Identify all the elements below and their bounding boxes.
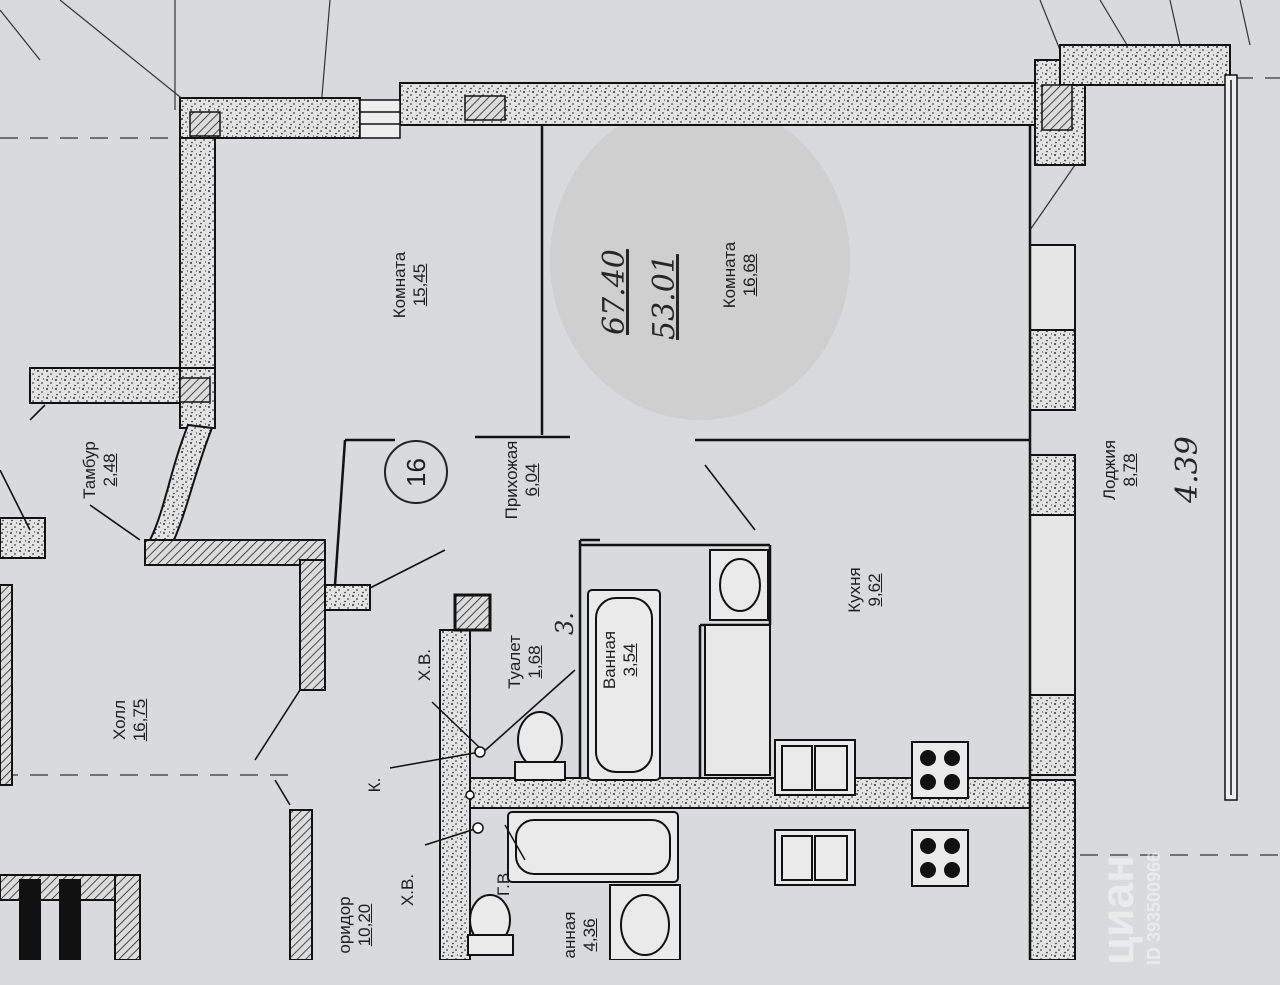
room-label: Холл 16,75	[110, 660, 150, 780]
room-area: 1,68	[525, 645, 544, 679]
room-name: Холл	[110, 699, 129, 741]
room-label: Лоджия 8,78	[1100, 410, 1140, 530]
interior-walls	[0, 244, 1076, 961]
room-name: Туалет	[505, 635, 524, 689]
room-label: Прихожая 6,04	[502, 410, 542, 550]
floor-plan-drawing	[0, 0, 1280, 961]
room-name: Лоджия	[1100, 439, 1119, 501]
riser-shaft	[453, 593, 492, 632]
stove	[911, 741, 969, 887]
room-name: анная	[560, 911, 579, 959]
watermark: циан ID 393500966	[1090, 725, 1164, 965]
pipes	[389, 701, 526, 861]
door-swings	[0, 404, 756, 806]
room-name: Комната	[720, 241, 739, 309]
handwritten-loggia-note: 4.39	[1170, 436, 1205, 503]
handwritten-living-area: 53.01	[647, 254, 682, 340]
room-area: 16,68	[740, 253, 759, 297]
construction-lines	[0, 0, 1251, 231]
room-name: Тамбур	[80, 441, 99, 499]
kitchen-counter	[704, 624, 771, 776]
riser-label-sewer: К.	[365, 777, 384, 793]
room-label: Комната 16,68	[720, 205, 760, 345]
curved-wall	[148, 423, 214, 550]
room-area: 4,36	[580, 918, 599, 952]
riser-label-hot-water: Г.В.	[494, 868, 513, 896]
vent	[464, 95, 506, 121]
room-label: Тамбур 2,48	[80, 410, 120, 530]
toilet	[467, 711, 566, 956]
misc-walls	[19, 879, 81, 961]
room-label: Туалет 1,68	[505, 607, 545, 717]
column	[1041, 84, 1073, 131]
room-area: 16,75	[130, 698, 149, 742]
handwritten-total-area: 67.40	[597, 249, 632, 335]
room-label: Кухня 9,62	[845, 535, 885, 645]
bathtub	[507, 589, 679, 883]
sink	[609, 549, 856, 961]
room-label: анная 4,36	[560, 885, 600, 985]
room-area: 15,45	[410, 263, 429, 307]
room-label: Ванная 3,54	[600, 605, 640, 715]
room-name: Комната	[390, 251, 409, 319]
riser-label-cold-water-2: Х.В.	[398, 873, 417, 907]
room-area: 3,54	[620, 643, 639, 677]
room-area: 10,20	[355, 903, 374, 947]
column	[189, 111, 221, 137]
room-area: 6,04	[522, 463, 541, 497]
handwritten-toilet-note: 3.	[551, 612, 579, 635]
room-area: 9,62	[865, 573, 884, 607]
apartment-number: 16	[400, 457, 431, 487]
watermark-brand: циан	[1091, 855, 1143, 965]
room-label: оридор 10,20	[335, 870, 375, 980]
room-area: 8,78	[1120, 453, 1139, 487]
watermark-id: ID 393500966	[1144, 851, 1164, 965]
room-label: Комната 15,45	[390, 215, 430, 355]
room-name: Прихожая	[502, 440, 521, 520]
column	[179, 377, 211, 403]
room-name: оридор	[335, 896, 354, 954]
floor-plan: 67.40 53.01 4.39 3. 16 Комната 15,45 Ком…	[0, 0, 1280, 965]
apartment-number-badge: 16	[384, 440, 448, 504]
riser-label-cold-water: Х.В.	[415, 648, 434, 682]
room-area: 2,48	[100, 453, 119, 487]
windows	[359, 74, 1238, 801]
room-name: Кухня	[845, 567, 864, 613]
stain	[550, 100, 850, 420]
room-name: Ванная	[600, 630, 619, 690]
